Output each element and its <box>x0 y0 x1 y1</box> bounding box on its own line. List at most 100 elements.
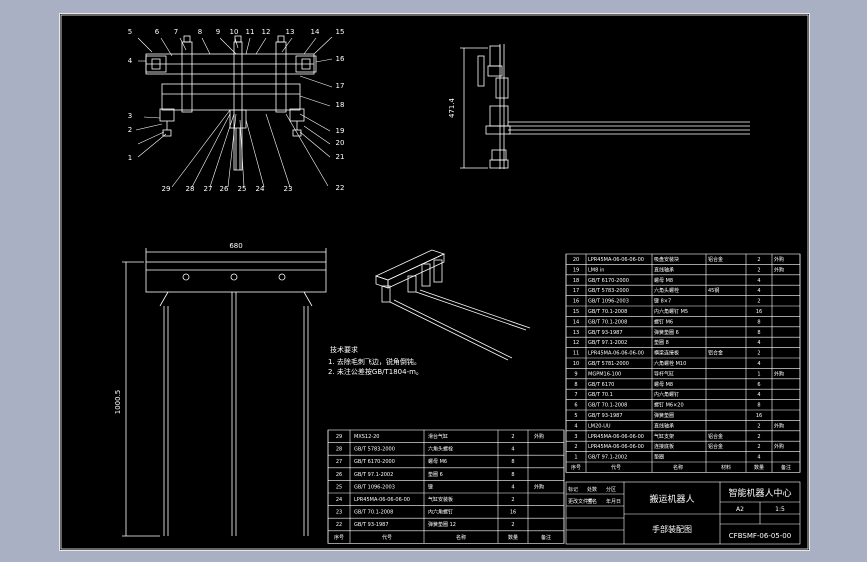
callout-18: 18 <box>336 101 345 109</box>
drawing-subtitle: 手部装配图 <box>652 524 692 534</box>
bom-left-code: GB/T 1096-2003 <box>354 484 395 490</box>
callout-19: 19 <box>336 127 345 135</box>
bom-right-no: 5 <box>574 413 577 419</box>
bom-right-note: 外购 <box>774 422 784 429</box>
bom-right-no: 4 <box>574 423 577 429</box>
bom-right-no: 9 <box>574 371 577 377</box>
bom-right-qty: 2 <box>757 434 760 440</box>
engineering-drawing: 5 4 6 7 8 9 10 11 12 13 14 15 16 17 18 1… <box>60 14 809 550</box>
bom-left-name: 螺母 M6 <box>428 458 447 465</box>
callout-29: 29 <box>162 185 171 193</box>
bom-left-qty: 2 <box>511 497 514 503</box>
bom-right-code: GB/T 93-1987 <box>588 330 623 336</box>
bom-right-code: GB/T 5781-2000 <box>588 361 629 367</box>
title-block: 搬运机器人 手部装配图 智能机器人中心 A2 1:5 CFBSMF-06-05-… <box>565 481 801 545</box>
bom-left-qty: 16 <box>510 510 516 516</box>
bom-right-material: 铝合金 <box>708 256 723 263</box>
bom-left-no: 24 <box>336 497 342 503</box>
bom-right-header-note: 备注 <box>781 464 791 471</box>
bom-left-name: 垫圈 6 <box>428 471 443 478</box>
bom-right-qty: 4 <box>757 455 760 461</box>
bom-right-no: 13 <box>573 330 579 336</box>
bom-right-no: 11 <box>573 351 579 357</box>
bom-right-qty: 2 <box>757 423 760 429</box>
bom-right-code: LM8 in <box>588 267 604 273</box>
title-block-label: 处数 <box>587 486 597 493</box>
bom-right-note: 外购 <box>774 256 784 263</box>
bom-right-no: 1 <box>574 455 577 461</box>
bom-right-no: 14 <box>573 319 579 325</box>
callout-3: 3 <box>128 112 132 120</box>
bom-right-name: 螺钉 M6 <box>654 318 673 325</box>
title-block-label: 年月日 <box>606 498 621 505</box>
bom-right-qty: 4 <box>757 392 760 398</box>
bom-left-name: 六角头螺栓 <box>428 446 453 453</box>
bom-left-header-qty: 数量 <box>508 534 518 541</box>
drawing-sheet: 5 4 6 7 8 9 10 11 12 13 14 15 16 17 18 1… <box>59 13 810 551</box>
bom-right-header-qty: 数量 <box>754 464 764 471</box>
callout-8: 8 <box>198 28 202 36</box>
company-name: 智能机器人中心 <box>728 487 791 499</box>
bom-right-code: GB/T 1096-2003 <box>588 299 629 305</box>
bom-left-name: 弹簧垫圈 12 <box>428 521 456 528</box>
callout-28: 28 <box>186 185 195 193</box>
bom-right-no: 20 <box>573 257 579 263</box>
bom-right-name: 导杆气缸 <box>654 370 674 377</box>
bom-right-no: 16 <box>573 299 579 305</box>
title-block-label: 标记 <box>568 486 578 493</box>
callout-13: 13 <box>286 28 295 36</box>
bom-right-header-no: 序号 <box>571 464 581 471</box>
bom-left-no: 23 <box>336 510 342 516</box>
bom-right-code: GB/T 97.1-2002 <box>588 340 627 346</box>
bom-right-name: 螺母 M8 <box>654 277 673 284</box>
bom-right-code: LPR45MA-06-06-06-00 <box>588 351 644 357</box>
tech-req-title: 技术要求 <box>330 345 358 354</box>
bom-left-qty: 4 <box>511 447 514 453</box>
bom-left-no: 25 <box>336 484 342 490</box>
main-view-width-dim: 680 <box>229 242 242 250</box>
bom-left-qty: 8 <box>511 459 514 465</box>
tech-req-item-2: 2. 未注公差按GB/T1804-m。 <box>328 367 423 376</box>
bom-right-no: 18 <box>573 278 579 284</box>
drawing-title: 搬运机器人 <box>649 493 694 505</box>
callout-1: 1 <box>128 154 132 162</box>
bom-right-name: 垫圈 <box>654 454 664 461</box>
front-view-leaders <box>135 36 333 188</box>
callout-22: 22 <box>336 184 345 192</box>
bom-left-code: GB/T 6170-2000 <box>354 459 395 465</box>
bom-right-name: 直线轴承 <box>654 422 674 429</box>
bom-right-name: 螺钉 M6×20 <box>654 402 684 409</box>
callout-5: 5 <box>128 28 132 36</box>
bom-left-code: GB/T 70.1-2008 <box>354 510 393 516</box>
bom-right-name: 弹簧垫圈 6 <box>654 329 679 336</box>
bom-right-qty: 8 <box>757 403 760 409</box>
bom-right-no: 8 <box>574 382 577 388</box>
bom-left-header-note: 备注 <box>541 534 551 541</box>
bom-right-note: 外购 <box>774 370 784 377</box>
callout-16: 16 <box>336 55 345 63</box>
bom-left-qty: 2 <box>511 522 514 528</box>
bom-right-qty: 2 <box>757 299 760 305</box>
isometric-view <box>374 249 531 361</box>
bom-right-no: 12 <box>573 340 579 346</box>
bom-right-no: 3 <box>574 434 577 440</box>
bom-left-no: 26 <box>336 472 342 478</box>
callout-15: 15 <box>336 28 345 36</box>
callout-6: 6 <box>155 28 160 36</box>
bom-right-no: 15 <box>573 309 579 315</box>
bom-right-code: GB/T 97.1-2002 <box>588 455 627 461</box>
bom-right-material: 铝合金 <box>708 443 723 450</box>
bom-right-code: GB/T 6170-2000 <box>588 278 629 284</box>
bom-right-name: 垫圈 8 <box>654 339 669 346</box>
bom-right-no: 17 <box>573 288 579 294</box>
callout-10: 10 <box>230 28 239 36</box>
bom-right-qty: 8 <box>757 319 760 325</box>
bom-right-qty: 16 <box>756 309 762 315</box>
bom-right-header-code: 代号 <box>611 464 621 471</box>
bom-right-qty: 2 <box>757 351 760 357</box>
callout-25: 25 <box>238 185 247 193</box>
bom-right-code: GB/T 70.1-2008 <box>588 319 627 325</box>
bom-left-no: 22 <box>336 522 342 528</box>
